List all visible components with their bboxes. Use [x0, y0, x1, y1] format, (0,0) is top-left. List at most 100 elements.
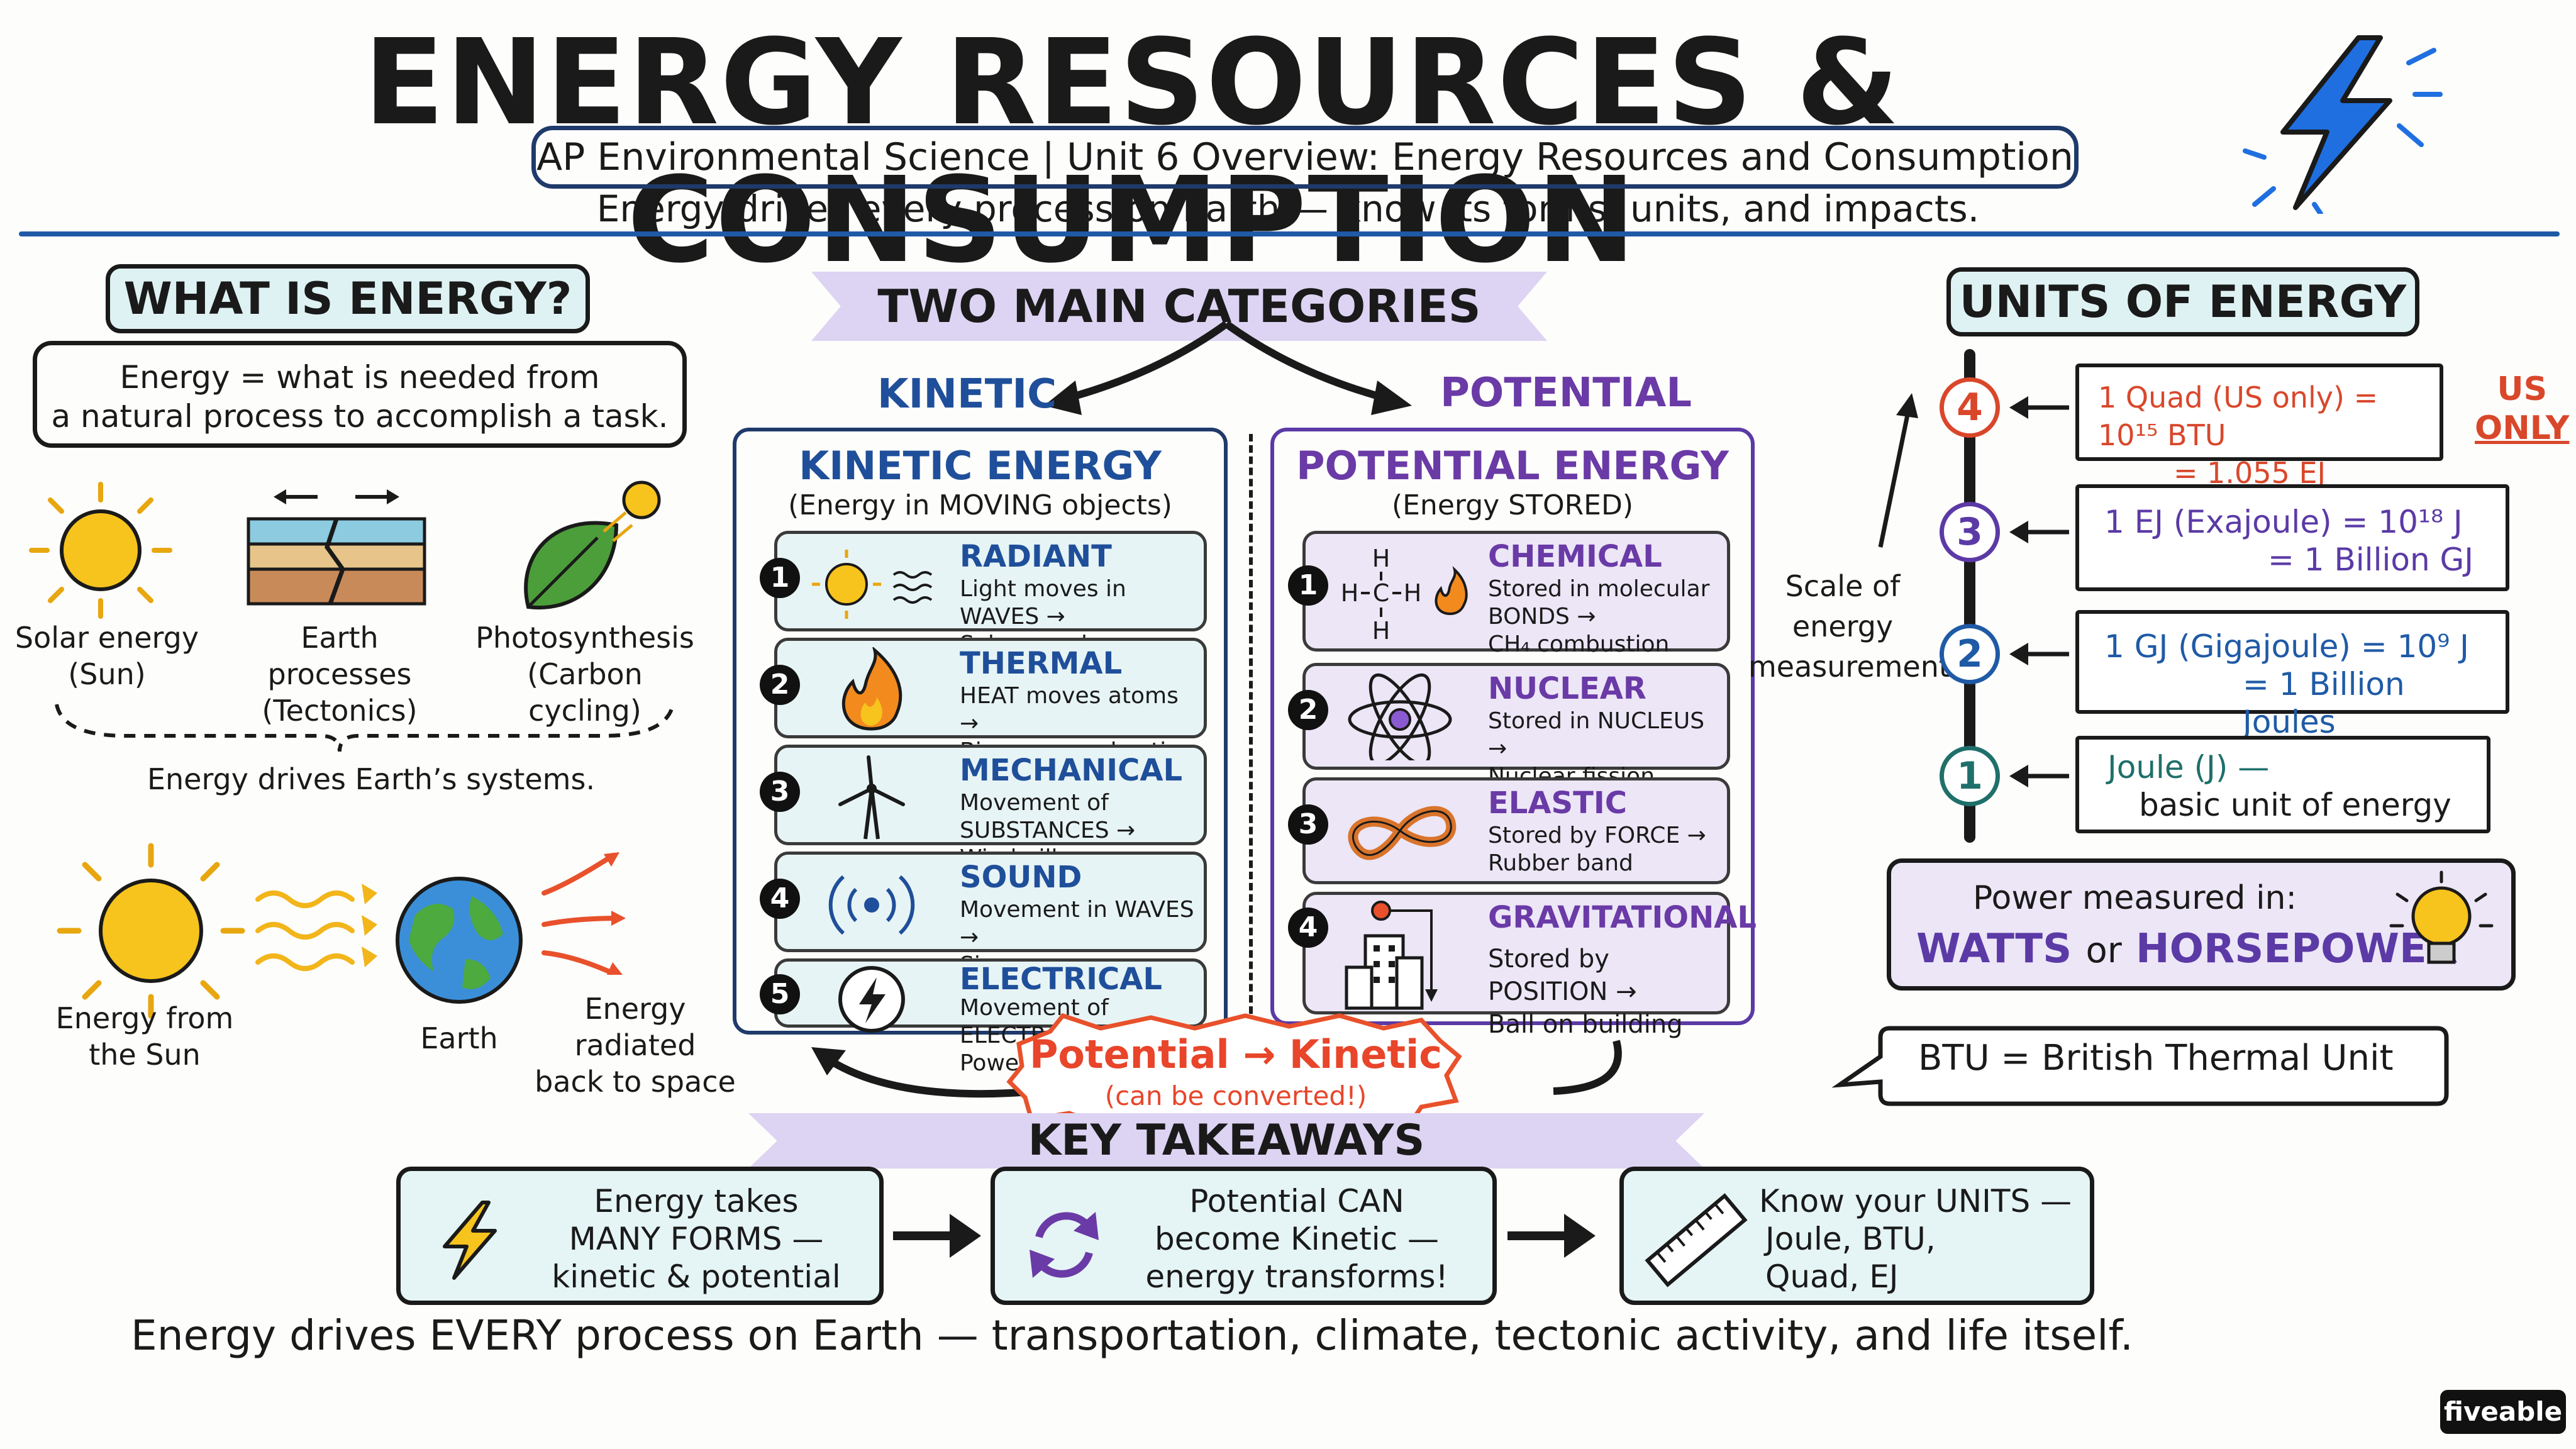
sound-waves-icon: [828, 875, 915, 935]
takeaway-text: Energy takes MANY FORMS — kinetic & pote…: [526, 1182, 866, 1296]
subtitle-box: AP Environmental Science | Unit 6 Overvi…: [531, 126, 2079, 189]
conversion-note: (can be converted!): [1104, 1080, 1367, 1111]
item-number: 4: [1288, 908, 1328, 948]
caption-line: Solar energy: [14, 621, 199, 655]
takeaway-arrow: [893, 1214, 981, 1258]
caption-line: the Sun: [89, 1038, 201, 1072]
caption-line: Scale of: [1785, 569, 1901, 603]
takeaway-line: kinetic & potential: [552, 1258, 841, 1295]
caption-line: Energy from: [55, 1001, 234, 1035]
earth-caption: Earth: [420, 1021, 498, 1055]
desc-line: Stored in NUCLEUS →: [1488, 708, 1705, 762]
potential-card-subtitle: (Energy STORED): [1391, 489, 1634, 521]
earth-icon: [396, 877, 523, 1004]
unit-step-1: 1: [1940, 746, 2000, 806]
kinetic-card-title: KINETIC ENERGY: [799, 443, 1162, 489]
item-title: SOUND: [960, 860, 1082, 895]
scale-up-arrow: [1878, 393, 1918, 548]
flame-icon: [841, 647, 902, 731]
dashed-bracket: [55, 704, 675, 752]
btu-speech-bubble: [1831, 1026, 2449, 1106]
takeaway-line: Potential CAN: [1189, 1183, 1404, 1219]
photosynthesis-icon: [524, 480, 661, 610]
power-units: WATTS or HORSEPOWER: [1916, 926, 2458, 972]
svg-text:H: H: [1404, 579, 1422, 607]
source-caption-photosynthesis: Photosynthesis (Carbon cycling): [472, 619, 698, 729]
lightning-bolt-icon: [2243, 35, 2443, 214]
desc-line: Light moves in WAVES →: [960, 576, 1126, 630]
tectonics-icon: [247, 489, 426, 606]
caption-line: (Tectonics): [262, 694, 418, 728]
unit-line: 1 EJ (Exajoule) = 10¹⁸ J: [2104, 504, 2463, 540]
item-title: THERMAL: [960, 646, 1123, 681]
item-number: 3: [1288, 804, 1328, 845]
scale-caption: Scale of energy measurement: [1748, 566, 1950, 687]
note-line: ONLY: [2475, 409, 2570, 447]
header-divider: [19, 231, 2560, 236]
caption-line: Energy radiated: [574, 992, 696, 1062]
kinetic-item-mechanical: 3 MECHANICAL Movement of SUBSTANCES →Win…: [760, 745, 1207, 871]
desc-line: Ball on building: [1488, 1010, 1683, 1039]
ruler-icon: [1645, 1193, 1748, 1287]
two-categories-ribbon: TWO MAIN CATEGORIES: [811, 272, 1547, 341]
electric-bolt-icon: [838, 966, 905, 1033]
radiated-arrows-icon: [541, 852, 626, 975]
item-title: GRAVITATIONAL: [1488, 900, 1757, 935]
kinetic-item-thermal: 2 THERMAL HEAT moves atoms →Biomass comb…: [760, 638, 1207, 764]
rubber-band-icon: [1348, 806, 1457, 860]
what-is-energy-heading: WHAT IS ENERGY?: [106, 264, 590, 333]
sun-caption: Energy from the Sun: [38, 1000, 252, 1073]
radiated-caption: Energy radiated back to space: [528, 991, 742, 1100]
caption-line: (Sun): [68, 657, 146, 691]
brand-logo: fiveable: [2440, 1390, 2566, 1434]
item-title: ELASTIC: [1488, 786, 1627, 821]
unit-step-3: 3: [1940, 502, 2000, 562]
radiant-sun-icon: [812, 550, 933, 619]
tagline: Energy drives every process on Earth — k…: [596, 187, 1980, 230]
item-desc: Stored by POSITION →Ball on building: [1488, 943, 1727, 1041]
takeaway-line: Know your UNITS —: [1759, 1183, 2072, 1219]
kinetic-item-radiant: 1 RADIANT Light moves in WAVES →Solar pa…: [760, 531, 1207, 657]
item-number: 1: [1288, 565, 1328, 606]
svg-text:H: H: [1372, 545, 1391, 572]
or-label: or: [2085, 930, 2122, 971]
takeaway-forms: Energy takes MANY FORMS — kinetic & pote…: [396, 1167, 884, 1305]
desc-line: Stored by FORCE →: [1488, 823, 1706, 848]
item-title: RADIANT: [960, 539, 1112, 574]
power-box: Power measured in: WATTS or HORSEPOWER: [1887, 858, 2516, 991]
lightbulb-icon: [2389, 870, 2494, 964]
caption-line: energy: [1792, 609, 1894, 643]
desc-line: CH₄ combustion: [1488, 631, 1670, 657]
item-number: 2: [760, 665, 800, 705]
item-desc: Stored by FORCE →Rubber band: [1488, 822, 1706, 877]
split-arrows: [1044, 321, 1412, 415]
definition-line: Energy = what is needed from: [119, 359, 600, 396]
item-number: 5: [760, 974, 800, 1014]
takeaway-text: Potential CAN become Kinetic — energy tr…: [1121, 1182, 1473, 1296]
watts-label: WATTS: [1916, 926, 2072, 972]
us-only-note: US ONLY: [2475, 370, 2569, 448]
takeaway-arrow: [1507, 1214, 1596, 1258]
unit-line: = 1 Billion GJ: [2268, 541, 2474, 578]
desc-line: Rubber band: [1488, 850, 1633, 876]
unit-step-2: 2: [1940, 624, 2000, 684]
kinetic-label: KINETIC: [877, 371, 1057, 418]
caption-line: Earth processes: [267, 621, 412, 691]
takeaway-text: Know your UNITS — Joule, BTU, Quad, EJ: [1759, 1182, 2074, 1296]
unit-line: Joule (J) —: [2107, 749, 2270, 786]
takeaway-line: Joule, BTU,: [1765, 1221, 1936, 1257]
desc-line: HEAT moves atoms →: [960, 683, 1179, 736]
item-number: 3: [760, 772, 800, 812]
unit-box-exajoule: 1 EJ (Exajoule) = 10¹⁸ J = 1 Billion GJ: [2075, 484, 2509, 591]
note-line: US: [2497, 370, 2548, 408]
caption-line: (Carbon cycling): [527, 657, 643, 728]
takeaway-units: Know your UNITS — Joule, BTU, Quad, EJ: [1619, 1167, 2094, 1305]
kinetic-item-sound: 4 SOUND Movement in WAVES →Siren: [760, 852, 1207, 978]
source-caption-tectonics: Earth processes (Tectonics): [226, 619, 453, 729]
unit-box-quad: 1 Quad (US only) = 10¹⁵ BTU = 1.055 EJ: [2075, 364, 2443, 490]
svg-text:C: C: [1373, 579, 1390, 607]
kinetic-card-subtitle: (Energy in MOVING objects): [788, 489, 1172, 521]
conversion-arrows: [811, 1040, 1622, 1098]
item-title: ELECTRICAL: [960, 962, 1162, 997]
